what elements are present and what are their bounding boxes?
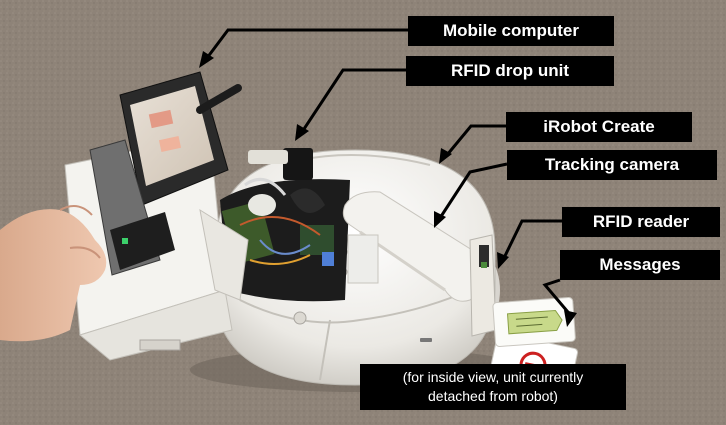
caption-box: (for inside view, unit currently detache… <box>360 364 626 410</box>
callout-arrows <box>205 28 575 319</box>
label-mobile-computer: Mobile computer <box>408 16 614 46</box>
arrow-heads <box>199 51 577 327</box>
label-tracking-camera: Tracking camera <box>507 150 717 180</box>
caption-line-1: (for inside view, unit currently <box>402 369 584 385</box>
label-rfid-reader: RFID reader <box>562 207 720 237</box>
rfid-drop-unit <box>248 148 325 213</box>
hand <box>0 205 107 342</box>
label-irobot-create: iRobot Create <box>506 112 692 142</box>
mobile-computer <box>89 71 242 276</box>
label-messages: Messages <box>560 250 720 280</box>
tracking-camera-arm <box>342 191 489 302</box>
caption-line-2: detached from robot) <box>428 388 558 404</box>
mounting-bracket <box>139 339 181 351</box>
label-rfid-drop-unit: RFID drop unit <box>406 56 614 86</box>
rfid-reader <box>469 234 497 337</box>
